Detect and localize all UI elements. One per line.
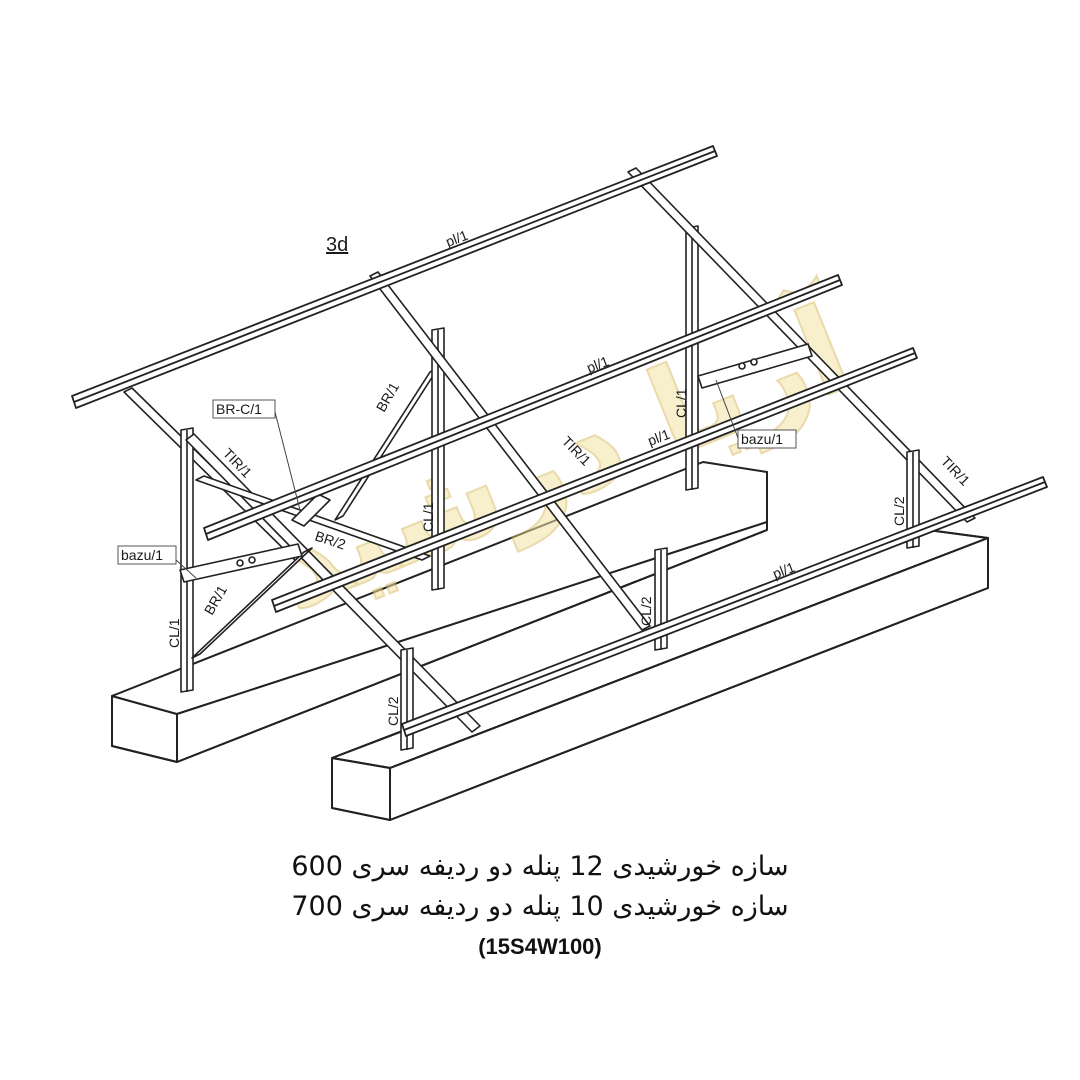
- leader-bazu1-left: [175, 559, 197, 579]
- label-pl1-bottom: pl/1: [770, 559, 797, 582]
- label-pl1-third: pl/1: [645, 426, 672, 449]
- label-br1-lower: BR/1: [201, 582, 231, 617]
- label-brc1: BR-C/1: [216, 401, 262, 417]
- label-bazu1-right: bazu/1: [741, 431, 783, 447]
- caption-line-2: سازه خورشیدی 10 پنله دو ردیفه سری 700: [291, 891, 789, 922]
- label-bazu1-right-box: [737, 429, 797, 449]
- leader-bazu1-right: [715, 379, 739, 439]
- label-pl1-top: pl/1: [443, 227, 470, 250]
- label-cl1-mid: CL/1: [420, 502, 436, 532]
- label-bazu1-left-box: [117, 545, 177, 565]
- caption-model-code: (15S4W100): [478, 934, 602, 959]
- label-cl2-right: CL/2: [891, 496, 907, 526]
- label-cl1-back: CL/1: [673, 388, 689, 418]
- label-bazu1-left: bazu/1: [121, 547, 163, 563]
- leader-brc1: [274, 411, 301, 511]
- caption-line-1: سازه خورشیدی 12 پنله دو ردیفه سری 600: [291, 851, 789, 882]
- label-br1-upper: BR/1: [373, 379, 403, 414]
- label-cl2-left: CL/2: [385, 696, 401, 726]
- view-label: 3d: [326, 234, 348, 256]
- label-pl1-second: pl/1: [584, 353, 611, 376]
- rails: [71, 145, 1048, 737]
- label-cl2-mid: CL/2: [638, 596, 654, 626]
- label-brc1-box: [212, 399, 276, 419]
- label-cl1-left: CL/1: [166, 618, 182, 648]
- label-tir1-right: TIR/1: [938, 453, 973, 489]
